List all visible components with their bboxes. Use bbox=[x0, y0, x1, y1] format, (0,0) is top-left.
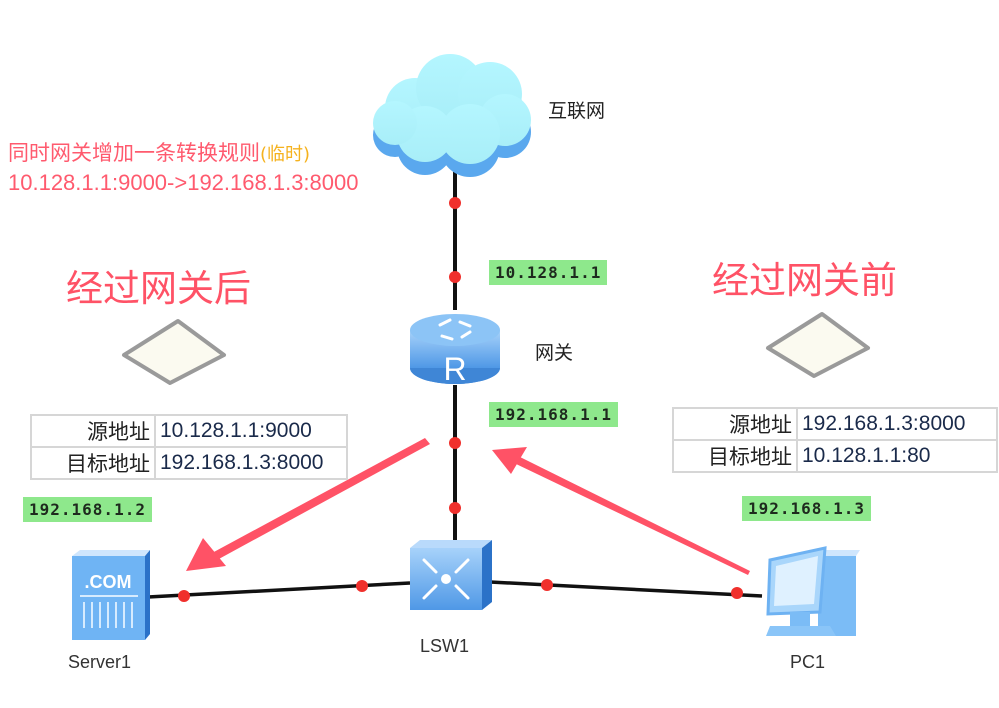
svg-text:R: R bbox=[443, 351, 466, 387]
packet-table-before: 源地址 192.168.1.3:8000 目标地址 10.128.1.1:80 bbox=[672, 407, 998, 473]
port-dot bbox=[449, 437, 461, 449]
table-row: 目标地址 10.128.1.1:80 bbox=[672, 439, 998, 473]
internet-label: 互联网 bbox=[548, 100, 606, 122]
gateway-lan-ip: 192.168.1.1 bbox=[489, 402, 618, 427]
gateway-wan-ip: 10.128.1.1 bbox=[489, 260, 608, 285]
port-dot bbox=[731, 587, 743, 599]
nat-rule-mapping: 10.128.1.1:9000->192.168.1.3:8000 bbox=[8, 170, 359, 195]
switch-label: LSW1 bbox=[420, 636, 470, 656]
port-dot bbox=[356, 580, 368, 592]
table-value: 10.128.1.1:80 bbox=[796, 439, 998, 473]
title-before-gateway: 经过网关前 bbox=[712, 259, 897, 302]
port-dot bbox=[449, 502, 461, 514]
server-icon: .COM bbox=[72, 550, 150, 640]
server-label: Server1 bbox=[68, 652, 132, 672]
table-row: 目标地址 192.168.1.3:8000 bbox=[30, 446, 348, 480]
pc-ip: 192.168.1.3 bbox=[742, 496, 871, 521]
packet-table-after: 源地址 10.128.1.1:9000 目标地址 192.168.1.3:800… bbox=[30, 414, 348, 480]
gateway-label: 网关 bbox=[535, 342, 574, 364]
port-dot bbox=[449, 271, 461, 283]
packet-icon-before bbox=[766, 312, 870, 378]
pc-icon bbox=[766, 546, 860, 636]
nat-rule-temporary-tag: (临时) bbox=[260, 144, 311, 165]
server-ip: 192.168.1.2 bbox=[23, 497, 152, 522]
table-value: 192.168.1.3:8000 bbox=[796, 407, 998, 441]
cloud-icon bbox=[373, 54, 531, 177]
table-value: 10.128.1.1:9000 bbox=[154, 414, 348, 448]
port-dot bbox=[178, 590, 190, 602]
switch-icon bbox=[410, 540, 492, 610]
table-row: 源地址 10.128.1.1:9000 bbox=[30, 414, 348, 448]
nat-rule-text: 同时网关增加一条转换规则 bbox=[8, 141, 260, 165]
table-row: 源地址 192.168.1.3:8000 bbox=[672, 407, 998, 441]
table-value: 192.168.1.3:8000 bbox=[154, 446, 348, 480]
svg-text:.COM: .COM bbox=[85, 572, 132, 592]
table-key: 源地址 bbox=[672, 407, 798, 441]
packet-icon-after bbox=[122, 319, 226, 385]
link-switch-pc bbox=[489, 580, 763, 598]
arrow-to-server bbox=[186, 438, 430, 571]
table-key: 目标地址 bbox=[672, 439, 798, 473]
router-icon: R bbox=[410, 314, 500, 387]
nat-rule-note: 同时网关增加一条转换规则(临时) bbox=[8, 137, 310, 167]
port-dot bbox=[449, 197, 461, 209]
arrow-to-gateway bbox=[492, 447, 750, 575]
pc-label: PC1 bbox=[790, 652, 826, 672]
table-key: 目标地址 bbox=[30, 446, 156, 480]
table-key: 源地址 bbox=[30, 414, 156, 448]
port-dot bbox=[541, 579, 553, 591]
title-after-gateway: 经过网关后 bbox=[66, 267, 251, 310]
